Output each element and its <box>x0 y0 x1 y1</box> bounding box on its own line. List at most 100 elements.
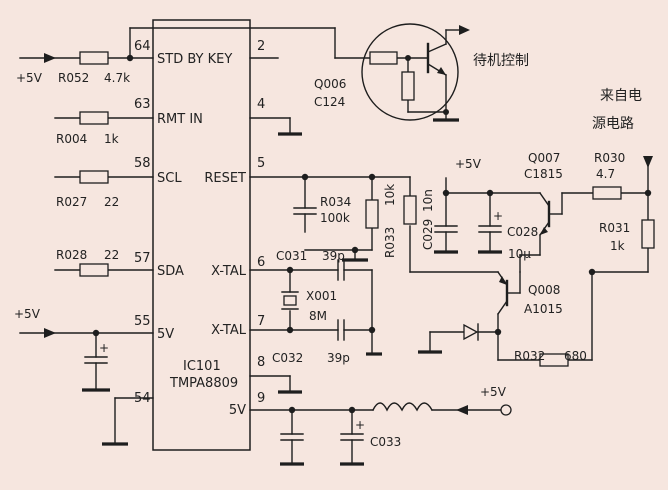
r030-body <box>592 186 622 200</box>
ground-symbols <box>82 118 502 466</box>
r004-body <box>79 111 109 125</box>
svg-text:R030: R030 <box>594 151 625 165</box>
svg-text:RMT IN: RMT IN <box>157 112 203 127</box>
svg-text:来自电: 来自电 <box>600 88 642 104</box>
svg-text:4.7: 4.7 <box>596 167 615 181</box>
svg-text:5: 5 <box>257 156 265 171</box>
svg-text:R028: R028 <box>56 248 87 262</box>
svg-text:39p: 39p <box>322 249 345 263</box>
svg-text:100k: 100k <box>320 211 350 225</box>
svg-text:10n: 10n <box>421 189 435 212</box>
svg-text:55: 55 <box>134 314 151 329</box>
r033-body <box>403 195 417 225</box>
svg-text:54: 54 <box>134 391 151 406</box>
svg-text:+5V: +5V <box>16 71 43 85</box>
svg-text:STD BY KEY: STD BY KEY <box>157 52 232 67</box>
svg-text:+5V: +5V <box>14 307 41 321</box>
svg-text:57: 57 <box>134 251 151 266</box>
svg-text:63: 63 <box>134 97 151 112</box>
q007-transistor <box>540 200 551 235</box>
svg-text:C029: C029 <box>421 219 435 250</box>
svg-text:1k: 1k <box>610 239 625 253</box>
svg-text:R027: R027 <box>56 195 87 209</box>
svg-text:5V: 5V <box>157 327 174 342</box>
svg-text:IC101: IC101 <box>183 359 221 374</box>
svg-text:+: + <box>99 341 109 355</box>
capacitor-plates: + + + <box>84 207 503 441</box>
svg-text:+5V: +5V <box>480 385 507 399</box>
q006-r2-body <box>401 71 415 101</box>
svg-text:C032: C032 <box>272 351 303 365</box>
crystal-x001-symbol <box>281 291 299 310</box>
input-arrow-pin55 <box>44 328 56 338</box>
r052-body <box>79 51 109 65</box>
svg-text:22: 22 <box>104 195 119 209</box>
r031-body <box>641 219 655 249</box>
ic-pin-numbers: 64 2 63 4 58 5 57 6 55 7 8 54 9 <box>134 39 265 406</box>
svg-text:8: 8 <box>257 355 265 370</box>
component-labels: +5V R052 4.7k R004 1k R027 22 R028 22 +5… <box>14 53 642 449</box>
svg-text:58: 58 <box>134 156 151 171</box>
svg-text:6: 6 <box>257 255 265 270</box>
svg-text:R032: R032 <box>514 349 545 363</box>
svg-text:Q007: Q007 <box>528 151 560 165</box>
svg-text:A1015: A1015 <box>524 302 563 316</box>
svg-text:39p: 39p <box>327 351 350 365</box>
psu-input-arrow <box>643 156 653 168</box>
svg-text:Q008: Q008 <box>528 283 560 297</box>
svg-text:R033: R033 <box>383 227 397 258</box>
svg-text:680: 680 <box>564 349 587 363</box>
svg-text:SCL: SCL <box>157 171 182 186</box>
inductor-symbol <box>372 402 433 412</box>
svg-text:SDA: SDA <box>157 264 184 279</box>
svg-text:8M: 8M <box>309 309 327 323</box>
svg-text:1k: 1k <box>104 132 119 146</box>
svg-text:X001: X001 <box>306 289 337 303</box>
svg-text:R004: R004 <box>56 132 87 146</box>
r034-body <box>365 199 379 229</box>
svg-text:5V: 5V <box>229 403 246 418</box>
svg-text:7: 7 <box>257 314 265 329</box>
diode-symbol <box>463 323 479 341</box>
signal-arrows <box>44 25 653 416</box>
svg-text:R031: R031 <box>599 221 630 235</box>
svg-text:64: 64 <box>134 39 151 54</box>
r027-body <box>79 170 109 184</box>
svg-text:4: 4 <box>257 97 265 112</box>
svg-text:C028: C028 <box>507 225 538 239</box>
svg-text:4.7k: 4.7k <box>104 71 130 85</box>
svg-text:TMPA8809: TMPA8809 <box>169 376 238 391</box>
r032-body <box>539 353 569 367</box>
svg-text:源电路: 源电路 <box>592 116 634 132</box>
svg-text:+5V: +5V <box>455 157 482 171</box>
svg-text:Q006: Q006 <box>314 77 346 91</box>
svg-text:+: + <box>493 209 503 223</box>
svg-text:待机控制: 待机控制 <box>473 53 529 69</box>
svg-text:10μ: 10μ <box>508 247 531 261</box>
resistor-bodies <box>79 51 655 367</box>
svg-text:X-TAL: X-TAL <box>211 264 247 279</box>
input-arrow-pin64 <box>44 53 56 63</box>
ic101-body <box>152 19 251 451</box>
svg-text:9: 9 <box>257 391 265 406</box>
svg-text:C033: C033 <box>370 435 401 449</box>
standby-arrow <box>459 25 470 35</box>
svg-text:C031: C031 <box>276 249 307 263</box>
svg-text:2: 2 <box>257 39 265 54</box>
svg-text:C1815: C1815 <box>524 167 563 181</box>
svg-text:R052: R052 <box>58 71 89 85</box>
q006-transistor <box>361 23 459 121</box>
svg-text:X-TAL: X-TAL <box>211 323 247 338</box>
svg-text:+: + <box>355 418 365 432</box>
wires <box>19 27 649 463</box>
junctions <box>92 54 652 414</box>
supply-terminal-circle <box>500 404 512 416</box>
svg-text:RESET: RESET <box>204 171 246 186</box>
q006-r1-body <box>369 51 398 65</box>
svg-text:22: 22 <box>104 248 119 262</box>
svg-text:C124: C124 <box>314 95 345 109</box>
ic-pin-names: STD BY KEY RMT IN SCL RESET SDA X-TAL 5V… <box>157 52 247 418</box>
r028-body <box>79 263 109 277</box>
svg-text:R034: R034 <box>320 195 351 209</box>
svg-text:10k: 10k <box>383 184 397 206</box>
